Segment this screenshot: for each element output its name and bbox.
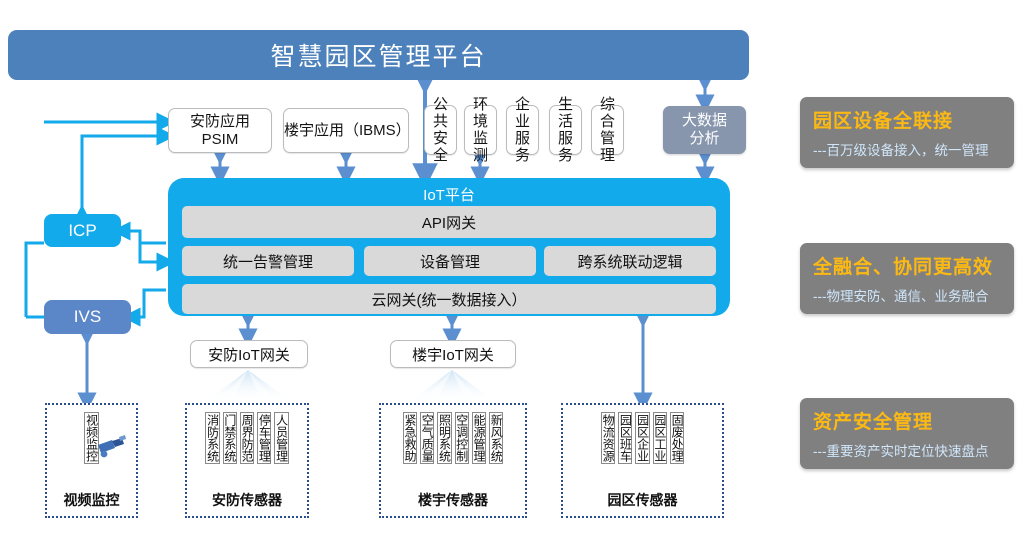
sensor-item[interactable]: 空调控制: [454, 412, 469, 464]
group-video-items: 视频监控: [47, 412, 136, 464]
app-life-service[interactable]: 生活 服务: [549, 96, 582, 164]
app-enterprise-service-line2: 服务: [514, 130, 530, 165]
sensor-item[interactable]: 园区工业: [652, 412, 667, 464]
iot-platform-title: IoT平台: [423, 187, 475, 204]
feature-title: 全融合、协同更高效: [813, 257, 994, 278]
group-security-sensors: 消防系统 门禁系统 周界防范 停车管理 人员管理 安防传感器: [185, 403, 309, 518]
iot-module-unified-alarm[interactable]: 统一告警管理: [182, 246, 354, 276]
feature-card-connectivity: 园区设备全联接 ---百万级设备接入，统一管理: [800, 97, 1014, 168]
feature-subtitle: ---百万级设备接入，统一管理: [813, 143, 989, 158]
building-iot-gateway[interactable]: 楼宇IoT网关: [390, 340, 516, 368]
feature-title: 资产安全管理: [813, 412, 934, 433]
app-integrated-management[interactable]: 综合 管理: [591, 96, 624, 164]
app-integrated-management-line2: 管理: [599, 130, 615, 165]
group-security-label: 安防传感器: [212, 492, 282, 508]
sensor-item[interactable]: 空气质量: [420, 412, 435, 464]
sensor-item[interactable]: 周界防范: [239, 412, 255, 464]
sensor-item[interactable]: 紧急救助: [402, 412, 418, 464]
feature-subtitle: ---重要资产实时定位快速盘点: [813, 444, 989, 459]
app-public-safety-line2: 安全: [432, 130, 448, 165]
bigdata-analytics-box[interactable]: 大数据 分析: [663, 106, 746, 154]
icp-box[interactable]: ICP: [44, 214, 121, 247]
app-public-safety[interactable]: 公共 安全: [424, 96, 457, 164]
sensor-item[interactable]: 停车管理: [257, 412, 272, 464]
feature-subtitle: ---物理安防、通信、业务融合: [813, 289, 989, 304]
bigdata-line1: 大数据: [681, 112, 727, 129]
sensor-item[interactable]: 固废处理: [669, 412, 685, 464]
iot-module-device-management[interactable]: 设备管理: [364, 246, 536, 276]
security-iot-gateway[interactable]: 安防IoT网关: [190, 340, 308, 368]
iot-platform-panel: IoT平台 API网关 统一告警管理 设备管理 跨系统联动逻辑 云网关(统一数据…: [168, 178, 730, 316]
group-video-surveillance: 视频监控 视频监控: [45, 403, 138, 518]
app-enterprise-service[interactable]: 企业 服务: [506, 96, 539, 164]
group-building-items: 紧急救助 空气质量 照明系统 空调控制 能源管理 新风系统: [381, 412, 525, 464]
sensor-item[interactable]: 物流资源: [600, 412, 616, 464]
sensor-item[interactable]: 新风系统: [488, 412, 504, 464]
feature-card-convergence: 全融合、协同更高效 ---物理安防、通信、业务融合: [800, 243, 1014, 314]
sensor-item[interactable]: 能源管理: [471, 412, 486, 464]
app-ibms[interactable]: 楼宇应用（IBMS）: [283, 108, 411, 153]
group-video-label: 视频监控: [63, 492, 120, 508]
group-park-label: 园区传感器: [607, 492, 678, 508]
group-park-items: 物流资源 园区班车 园区企业 园区工业 固废处理: [563, 412, 722, 464]
feature-card-asset-security: 资产安全管理 ---重要资产实时定位快速盘点: [800, 398, 1014, 469]
page-title: 智慧园区管理平台: [8, 30, 749, 80]
app-environment-monitor-line1: 环境: [472, 95, 488, 130]
group-building-label: 楼宇传感器: [418, 492, 488, 508]
app-public-safety-line1: 公共: [432, 95, 448, 130]
app-life-service-line2: 服务: [557, 130, 573, 165]
sensor-item[interactable]: 园区班车: [618, 412, 633, 464]
app-environment-monitor[interactable]: 环境 监测: [464, 96, 497, 164]
camera-icon: [98, 435, 126, 458]
iot-module-cross-system-linkage[interactable]: 跨系统联动逻辑: [544, 246, 716, 276]
sensor-item[interactable]: 园区企业: [635, 412, 650, 464]
app-enterprise-service-line1: 企业: [514, 95, 530, 130]
app-psim[interactable]: 安防应用 PSIM: [168, 108, 272, 153]
group-park-sensors: 物流资源 园区班车 园区企业 园区工业 固废处理 园区传感器: [561, 403, 724, 518]
sensor-item[interactable]: 门禁系统: [222, 412, 237, 464]
sensor-item[interactable]: 照明系统: [437, 412, 452, 464]
app-integrated-management-line1: 综合: [599, 95, 615, 130]
sensor-item[interactable]: 消防系统: [205, 412, 220, 464]
bigdata-line2: 分析: [689, 130, 720, 147]
group-security-items: 消防系统 门禁系统 周界防范 停车管理 人员管理: [187, 412, 307, 464]
app-life-service-line1: 生活: [557, 95, 573, 130]
sensor-item[interactable]: 视频监控: [84, 412, 99, 464]
sensor-item[interactable]: 人员管理: [274, 412, 289, 464]
app-environment-monitor-line2: 监测: [472, 130, 488, 165]
app-psim-line1: 安防应用: [189, 113, 250, 131]
iot-cloud-gateway[interactable]: 云网关(统一数据接入）: [182, 284, 716, 314]
group-building-sensors: 紧急救助 空气质量 照明系统 空调控制 能源管理 新风系统 楼宇传感器: [379, 403, 527, 518]
ivs-box[interactable]: IVS: [44, 300, 131, 334]
feature-title: 园区设备全联接: [813, 111, 954, 132]
app-psim-line2: PSIM: [201, 130, 239, 148]
iot-api-gateway[interactable]: API网关: [182, 206, 716, 238]
